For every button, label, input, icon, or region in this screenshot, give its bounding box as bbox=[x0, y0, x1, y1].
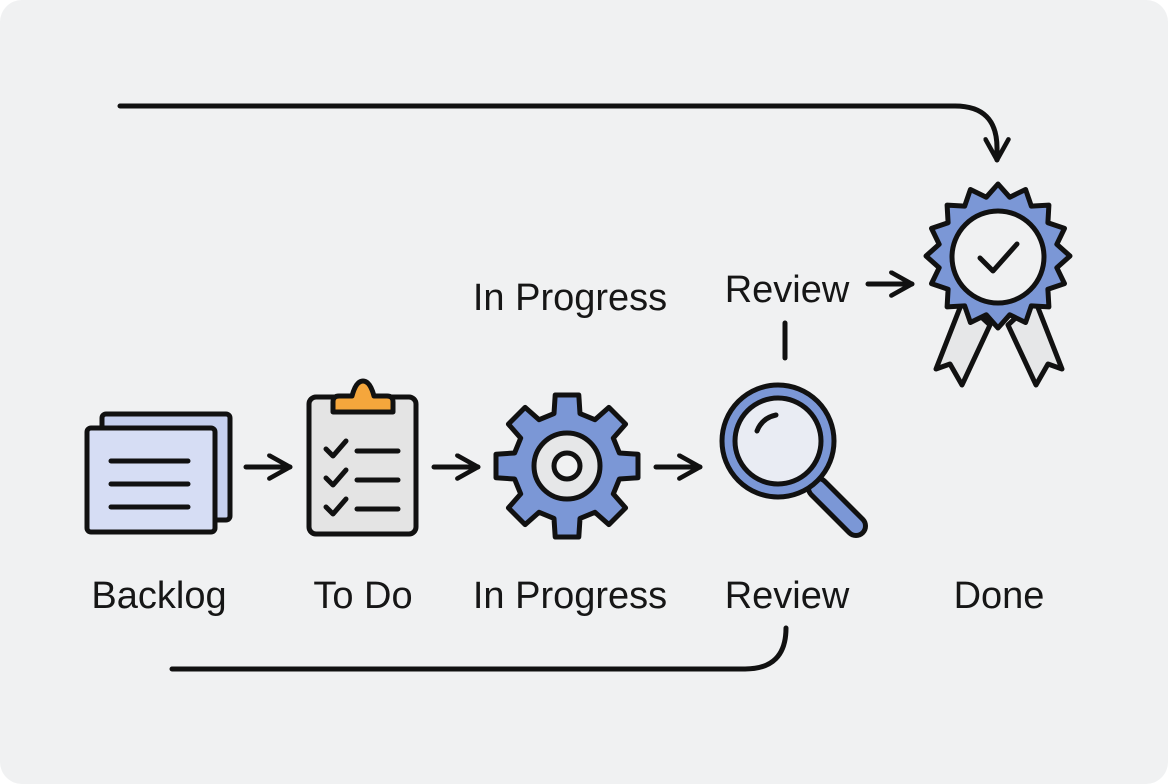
gear-icon bbox=[493, 392, 641, 540]
upper-label-review: Review bbox=[725, 269, 850, 311]
award-ribbon-icon bbox=[923, 181, 1073, 388]
stage-label-review: Review bbox=[725, 575, 850, 617]
upper-label-in-progress: In Progress bbox=[473, 277, 667, 319]
clipboard-checklist-icon bbox=[306, 378, 419, 537]
review-return-line bbox=[169, 625, 789, 672]
magnifier-icon bbox=[719, 382, 868, 538]
stage-label-done: Done bbox=[954, 575, 1045, 617]
skip-to-done-arrow bbox=[117, 103, 1011, 163]
stage-label-todo: To Do bbox=[313, 575, 412, 617]
stage-label-in-progress: In Progress bbox=[473, 575, 667, 617]
stage-label-backlog: Backlog bbox=[91, 575, 226, 617]
cards-stack-icon bbox=[84, 411, 233, 535]
